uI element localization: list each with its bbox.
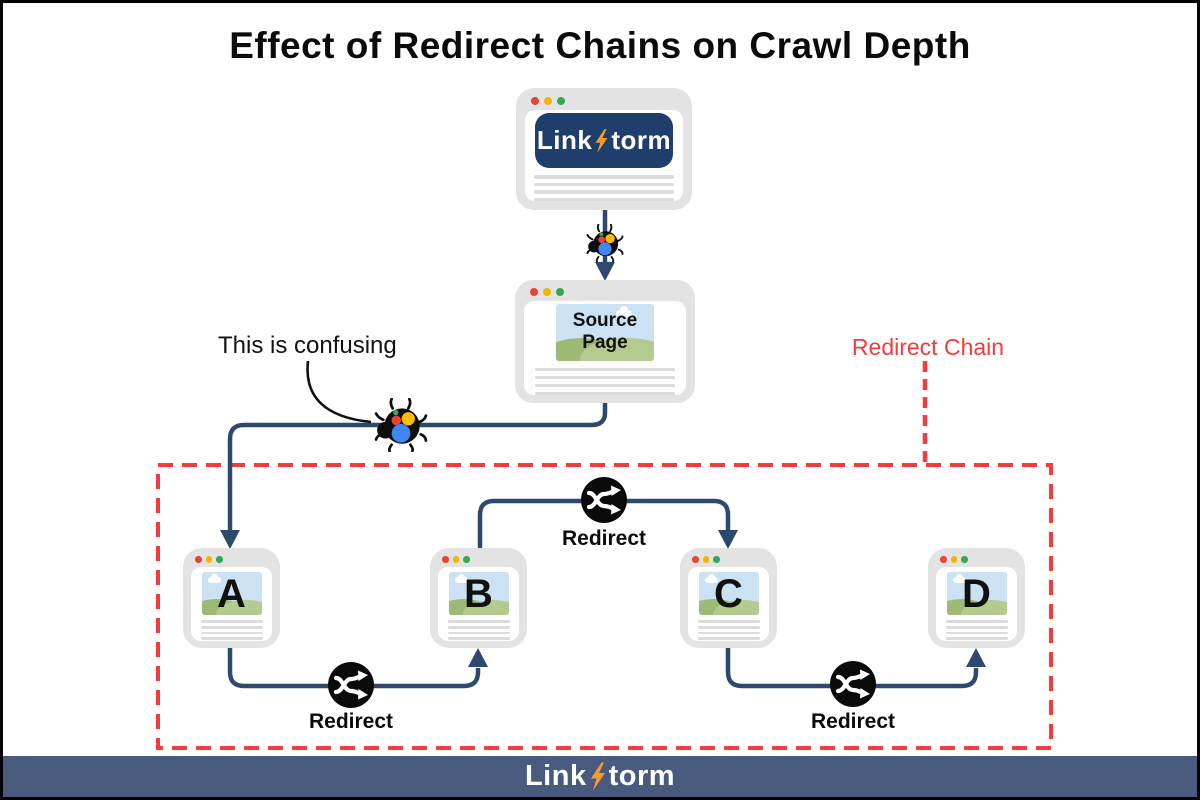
window-controls [530,288,564,296]
confusing-annotation: This is confusing [218,332,397,359]
hill-shape [462,600,509,615]
logo-text-suffix: torm [611,125,672,155]
lightning-bolt-icon [595,128,608,153]
maximize-dot-icon [557,97,565,105]
minimize-dot-icon [950,556,957,563]
cloud-icon [454,574,468,583]
brand-browser-window: Link torm [516,88,692,210]
page-letter: C [714,572,743,615]
crawler-bug-icon [586,224,624,262]
cloud-icon [704,574,718,583]
minimize-dot-icon [543,288,551,296]
page-thumbnail: D [946,572,1007,615]
hill-shape [580,337,654,361]
logo-text-prefix: Link [536,125,593,155]
maximize-dot-icon [961,556,968,563]
minimize-dot-icon [544,97,552,105]
page-letter: B [464,572,493,615]
page-window-d: D [928,548,1025,648]
cloud-icon [616,306,632,317]
footer-logo-suffix: torm [608,760,676,792]
page-letter: D [962,572,991,615]
lightning-bolt-icon [590,762,605,791]
placeholder-text-lines [200,620,263,641]
page-window-a: A [183,548,280,648]
close-dot-icon [531,97,539,105]
footer-brand-bar: Link torm [3,756,1197,797]
close-dot-icon [442,556,449,563]
minimize-dot-icon [205,556,212,563]
source-page-label: Source Page [572,309,638,354]
window-content: B [438,567,519,641]
maximize-dot-icon [556,288,564,296]
shuffle-icon [581,477,627,523]
hill-shape [215,600,262,615]
arrowhead-into-page-c [718,530,738,549]
window-controls [940,556,968,563]
arrowhead-into-page-a [220,530,240,549]
window-content: A [191,567,272,641]
minimize-dot-icon [702,556,709,563]
page-thumbnail: B [448,572,509,615]
shuffle-icon [830,661,876,707]
hill-shape [712,600,759,615]
page-title: Effect of Redirect Chains on Crawl Depth [229,25,971,66]
page-thumbnail: C [698,572,759,615]
cloud-icon [207,574,221,583]
minimize-dot-icon [452,556,459,563]
source-page-thumbnail: Source Page [556,304,654,361]
page-window-c: C [680,548,777,648]
source-page-window: Source Page [515,280,695,403]
page-thumbnail: A [201,572,262,615]
placeholder-text-lines [535,367,675,395]
maximize-dot-icon [713,556,720,563]
window-controls [442,556,470,563]
redirect-chain-label: Redirect Chain [851,334,1005,360]
footer-logo-prefix: Link [524,760,587,792]
window-content: Source Page [524,301,686,395]
linkstorm-logo: Link torm [535,113,673,168]
placeholder-text-lines [945,620,1008,641]
redirect-label-a-to-b: Redirect [308,710,394,733]
arrowhead-into-source [595,262,615,281]
arrowhead-into-page-b [468,648,488,667]
maximize-dot-icon [463,556,470,563]
window-controls [531,97,565,105]
placeholder-text-lines [447,620,510,641]
page-window-b: B [430,548,527,648]
page-letter: A [217,572,246,615]
hill-shape [960,600,1007,615]
crawler-bug-icon [374,398,428,452]
placeholder-text-lines [534,175,674,201]
window-content: D [936,567,1017,641]
close-dot-icon [940,556,947,563]
arrowhead-into-page-d [966,648,986,667]
annotation-curve [306,360,372,424]
placeholder-text-lines [697,620,760,641]
redirect-chain-dashed-box [156,463,1053,750]
close-dot-icon [195,556,202,563]
window-controls [692,556,720,563]
redirect-label-c-to-d: Redirect [810,710,896,733]
close-dot-icon [530,288,538,296]
cloud-icon [952,574,966,583]
shuffle-icon [328,662,374,708]
maximize-dot-icon [216,556,223,563]
window-controls [195,556,223,563]
redirect-label-b-to-c: Redirect [561,527,647,550]
window-content: C [688,567,769,641]
close-dot-icon [692,556,699,563]
window-content: Link torm [525,110,683,201]
